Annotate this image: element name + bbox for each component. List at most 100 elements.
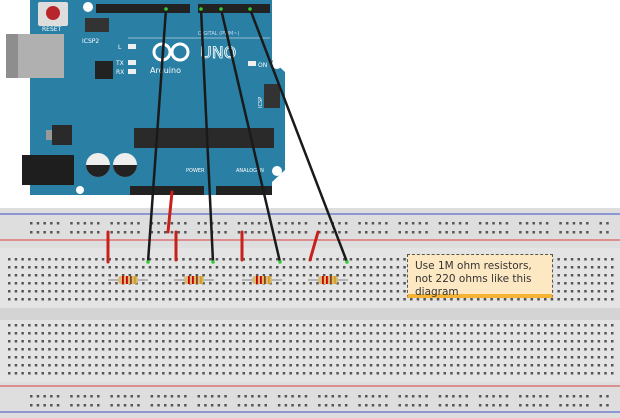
hole — [209, 324, 212, 327]
hole — [418, 404, 422, 407]
hole — [249, 340, 252, 343]
hole — [242, 372, 245, 375]
hole — [41, 298, 44, 301]
wire-end — [146, 260, 150, 264]
hole — [222, 364, 225, 367]
hole — [284, 222, 288, 225]
hole — [336, 258, 339, 261]
hole — [483, 324, 487, 327]
hole — [523, 298, 527, 301]
hole — [423, 348, 426, 351]
hole — [222, 340, 225, 343]
hole — [235, 372, 239, 375]
hole — [269, 266, 272, 269]
hole — [148, 290, 152, 293]
hole — [88, 372, 91, 375]
hole — [430, 364, 433, 367]
hole — [436, 356, 440, 359]
hole — [121, 274, 125, 277]
hole — [276, 372, 279, 375]
hole — [343, 274, 346, 277]
hole — [389, 372, 393, 375]
hole — [557, 332, 560, 335]
hole — [148, 340, 152, 343]
hole — [217, 404, 221, 407]
hole — [289, 282, 292, 285]
hole — [90, 231, 93, 234]
hole — [168, 332, 172, 335]
hole — [235, 348, 239, 351]
hole — [128, 364, 132, 367]
hole — [229, 348, 232, 351]
hole — [590, 364, 594, 367]
hole — [175, 356, 178, 359]
hole — [276, 356, 279, 359]
hole — [289, 356, 292, 359]
hole — [195, 356, 199, 359]
hole — [108, 348, 111, 351]
hole — [155, 348, 158, 351]
hole — [75, 266, 78, 269]
hole — [209, 340, 212, 343]
hole — [443, 364, 446, 367]
hole — [110, 395, 113, 398]
hole — [338, 404, 341, 407]
hole — [188, 372, 192, 375]
hole — [423, 340, 426, 343]
power-header — [130, 186, 204, 195]
hole — [336, 266, 339, 269]
hole — [282, 274, 286, 277]
hole — [304, 231, 308, 234]
hole — [162, 298, 165, 301]
hole — [590, 266, 594, 269]
hole — [135, 298, 138, 301]
hole — [61, 290, 65, 293]
hole — [611, 274, 614, 277]
hole — [81, 324, 85, 327]
hole — [269, 274, 272, 277]
hole — [604, 274, 607, 277]
hole — [262, 340, 266, 343]
hole — [363, 364, 366, 367]
hole — [61, 364, 65, 367]
hole — [175, 348, 178, 351]
hole — [128, 258, 132, 261]
hole — [564, 258, 567, 261]
hole — [8, 298, 11, 301]
hole — [14, 266, 18, 269]
hole — [195, 348, 199, 351]
hole — [477, 348, 480, 351]
hole — [291, 404, 294, 407]
hole — [376, 356, 379, 359]
hole — [544, 372, 547, 375]
hole — [88, 356, 91, 359]
hole — [316, 282, 319, 285]
hole — [343, 258, 346, 261]
hole — [499, 231, 502, 234]
hole — [537, 348, 540, 351]
hole — [101, 348, 105, 351]
hole — [30, 231, 33, 234]
hole — [302, 282, 306, 285]
hole — [557, 372, 560, 375]
hole — [50, 395, 53, 398]
hole — [76, 231, 80, 234]
hole — [155, 340, 158, 343]
hole — [597, 332, 601, 335]
hole — [410, 364, 413, 367]
hole — [564, 348, 567, 351]
hole — [349, 332, 353, 335]
hole — [101, 258, 105, 261]
hole — [83, 395, 87, 398]
hole — [14, 324, 18, 327]
hole — [282, 266, 286, 269]
hole — [202, 258, 205, 261]
hole — [255, 324, 259, 327]
hole — [403, 356, 406, 359]
hole — [452, 222, 455, 225]
hole — [517, 332, 520, 335]
hole — [121, 372, 125, 375]
hole — [162, 364, 165, 367]
hole — [101, 364, 105, 367]
hole — [537, 356, 540, 359]
